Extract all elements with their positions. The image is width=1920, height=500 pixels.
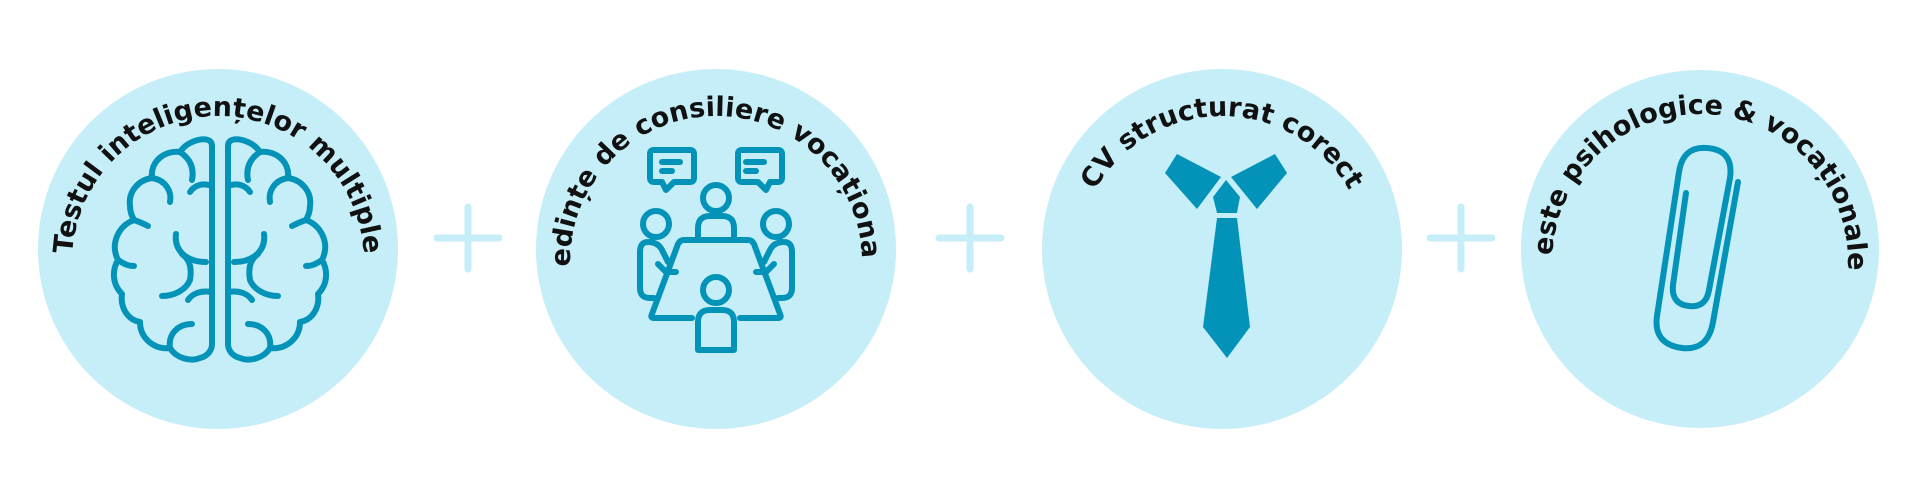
step-card-1: Testul inteligențelor multiple bbox=[38, 69, 398, 429]
brain-icon bbox=[110, 136, 330, 363]
plus-icon bbox=[433, 203, 503, 273]
paperclip-icon bbox=[1653, 144, 1741, 352]
plus-icon bbox=[935, 203, 1005, 273]
step-circle bbox=[38, 69, 398, 429]
tie-icon bbox=[1165, 154, 1287, 358]
plus-icon bbox=[1426, 203, 1496, 273]
step-card-3: CV structurat corect bbox=[1042, 69, 1402, 429]
meeting-icon bbox=[637, 147, 795, 353]
step-circle bbox=[536, 69, 896, 429]
step-circle bbox=[1521, 70, 1879, 428]
